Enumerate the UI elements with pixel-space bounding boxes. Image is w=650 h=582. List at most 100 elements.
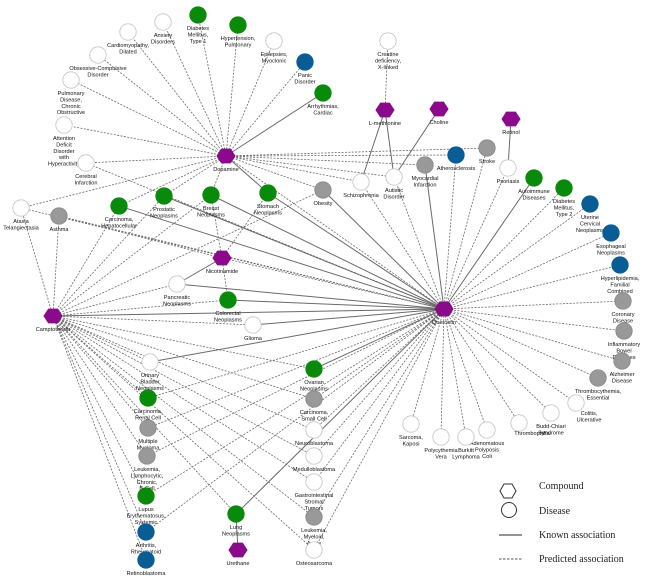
disease-node-thrombocythemia-essential[interactable]: Thrombocythemia,Essential bbox=[575, 369, 622, 402]
compound-node-choline[interactable]: Choline bbox=[429, 101, 449, 126]
disease-node-thrombophilia[interactable]: Thrombophilia bbox=[510, 414, 551, 437]
known-edge-quercetin-bladder bbox=[149, 308, 445, 363]
predicted-edge-nicotinamide-asthma bbox=[58, 215, 223, 259]
disease-node-schizophrenia[interactable]: Schizophrenia bbox=[343, 173, 380, 199]
disease-node-retinoblastoma[interactable]: Retinoblastoma bbox=[127, 551, 167, 577]
compound-node-dopamine[interactable]: Dopamine bbox=[213, 148, 239, 173]
node-label: Urethane bbox=[226, 561, 249, 567]
compound-node-urethane[interactable]: Urethane bbox=[226, 542, 250, 567]
disease-node-colitis-ulcerative[interactable]: Colitis,Ulcerative bbox=[567, 394, 602, 424]
compound-node-l-methionine[interactable]: L-methionine bbox=[369, 102, 401, 127]
disease-node-gastrointestinal-stromal-tumors[interactable]: GastrointestinalStromalTumors bbox=[295, 473, 334, 512]
predicted-edge-dopamine-epilepsy bbox=[225, 40, 275, 157]
predicted-edge-quercetin-thrombophilia bbox=[443, 308, 520, 424]
predicted-edge-quercetin-uterine bbox=[443, 203, 591, 310]
disease-circle-icon bbox=[581, 195, 599, 213]
disease-node-carcinoma-small-cell[interactable]: Carcinoma,Small Cell bbox=[300, 390, 329, 423]
disease-circle-icon bbox=[447, 146, 465, 164]
compound-node-quercetin[interactable]: Quercetin bbox=[432, 301, 456, 326]
disease-node-stroke[interactable]: Stroke bbox=[478, 139, 496, 165]
compound-hexagon-icon bbox=[216, 148, 236, 164]
disease-node-osteosarcoma[interactable]: Osteosarcoma bbox=[296, 541, 333, 567]
predicted-edge-quercetin-arthritis bbox=[145, 308, 445, 533]
disease-node-atherosclerosis[interactable]: Atherosclerosis bbox=[437, 146, 475, 172]
compound-node-nicotinamide[interactable]: Nicotinamide bbox=[206, 250, 238, 275]
known-edge-quercetin-glioma bbox=[252, 308, 445, 326]
disease-node-leukemia-myeloid-acute[interactable]: Leukemia,Myeloid,Acute bbox=[301, 508, 327, 547]
known-edge-quercetin-autoimmune bbox=[443, 177, 535, 310]
disease-circle-icon bbox=[137, 487, 155, 505]
disease-circle-icon bbox=[259, 184, 277, 202]
disease-node-cardiomyopathy-dilated[interactable]: Cardiomyopathy,Dilated bbox=[107, 23, 149, 56]
disease-node-obesity[interactable]: Obesity bbox=[314, 181, 333, 207]
disease-node-psoriasis[interactable]: Psoriasis bbox=[497, 159, 520, 185]
predicted-edge-dopamine-prostatic bbox=[163, 155, 227, 197]
disease-node-asthma[interactable]: Asthma bbox=[50, 207, 70, 233]
disease-circle-icon bbox=[611, 256, 629, 274]
predicted-edge-dopamine-myocardial bbox=[225, 155, 426, 166]
predicted-edge-quercetin-hyperlipidemia bbox=[443, 264, 621, 310]
disease-node-arthritis-rheumatoid[interactable]: Arthritis,Rheumatoid bbox=[131, 523, 161, 556]
disease-circle-icon bbox=[305, 447, 323, 465]
disease-node-arrhythmias-cardiac[interactable]: Arrhythmias,Cardiac bbox=[307, 84, 339, 117]
disease-node-epilepsies-myoclonic[interactable]: Epilepsies,Myoclonic bbox=[260, 32, 288, 65]
disease-node-neuroblastoma[interactable]: Neuroblastoma bbox=[295, 421, 334, 447]
disease-node-glioma[interactable]: Glioma bbox=[244, 316, 263, 342]
predicted-edge-quercetin-leukemiab bbox=[146, 308, 445, 457]
disease-node-carcinoma-renal-cell[interactable]: Carcinoma,Renal Cell bbox=[134, 389, 163, 422]
disease-node-sarcoma-kaposi[interactable]: Sarcoma,Kaposi bbox=[399, 415, 423, 448]
predicted-edge-camptothecin-leukemiamyeloid bbox=[52, 315, 315, 518]
known-edge-choline-autistic bbox=[393, 108, 440, 178]
disease-node-leukemia-lymphocytic-chronic-b-cell[interactable]: Leukemia,Lymphocytic,Chronic,B-Cell bbox=[131, 447, 164, 492]
disease-node-medulloblastoma[interactable]: Medulloblastoma bbox=[293, 447, 336, 473]
compound-node-camptothecin[interactable]: Camptothecin bbox=[36, 308, 71, 333]
node-label: Cardiomyopathy,Dilated bbox=[107, 43, 149, 55]
compound-node-retinol[interactable]: Retinol bbox=[501, 111, 521, 136]
node-label: Neuroblastoma bbox=[295, 441, 334, 447]
disease-circle-icon bbox=[296, 53, 314, 71]
predicted-edge-quercetin-kaposi bbox=[410, 308, 445, 425]
disease-node-hypertension-pulmonary[interactable]: Hypertension,Pulmonary bbox=[221, 16, 256, 49]
predicted-edge-dopamine-hepatocellular bbox=[118, 155, 227, 207]
predicted-edge-dopamine-hypertension bbox=[225, 24, 239, 157]
disease-node-carcinoma-hepatocellular[interactable]: Carcinoma,Hepatocellular bbox=[101, 197, 137, 230]
